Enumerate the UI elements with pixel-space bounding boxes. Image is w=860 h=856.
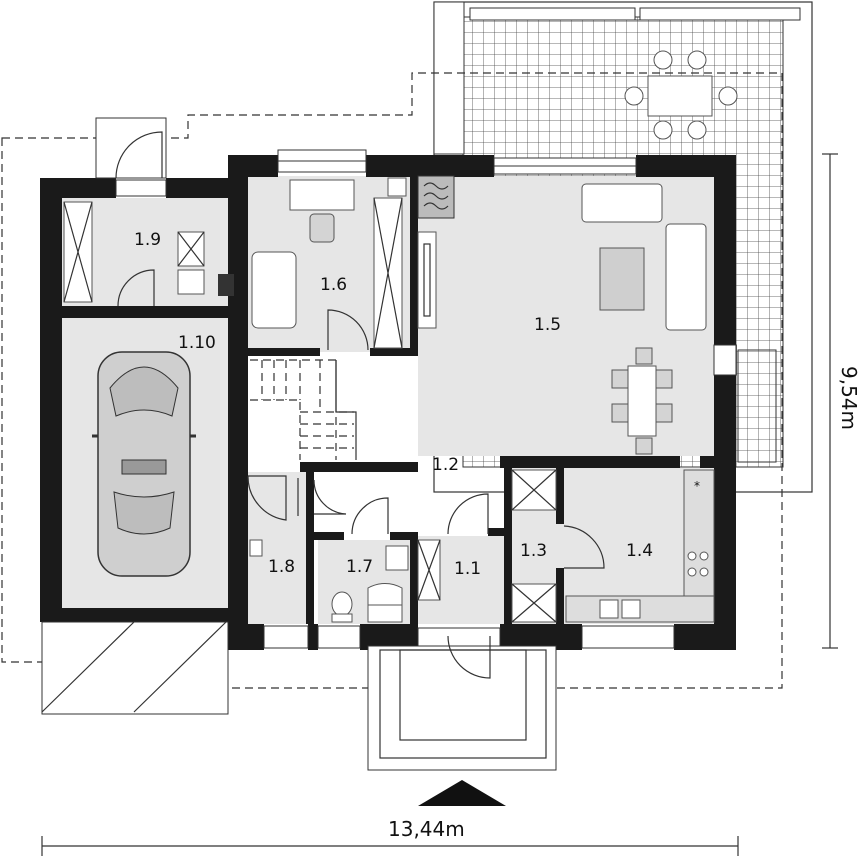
room-labels: 1.9 1.10 1.6 1.5 1.2 1.8 1.7 1.1 1.3 1.4: [134, 230, 653, 579]
dimension-depth: 9,54m: [822, 153, 860, 649]
room-label-1-3: 1.3: [520, 541, 547, 561]
room-label-1-8: 1.8: [268, 557, 295, 577]
utility-entrance: [95, 117, 167, 179]
room-label-1-2: 1.2: [432, 455, 459, 475]
car-icon: [92, 351, 196, 577]
hall-doors: [247, 475, 489, 557]
roof-outline: [1, 72, 783, 689]
dimension-width: 13,44m: [41, 817, 739, 856]
kitchen-fixtures: *: [565, 469, 715, 623]
garage-driveway: [41, 621, 229, 715]
svg-text:*: *: [694, 479, 700, 493]
room-label-1-10: 1.10: [178, 333, 216, 353]
width-dimension-label: 13,44m: [388, 817, 465, 841]
depth-dimension-label: 9,54m: [837, 366, 860, 430]
front-porch: [367, 635, 557, 771]
room-label-1-4: 1.4: [626, 541, 653, 561]
room-label-1-7: 1.7: [346, 557, 373, 577]
room-label-1-9: 1.9: [134, 230, 161, 250]
windows: [115, 149, 737, 649]
room-label-1-5: 1.5: [534, 315, 561, 335]
office-furniture: [251, 177, 407, 351]
room-label-1-1: 1.1: [454, 559, 481, 579]
room-label-1-6: 1.6: [320, 275, 347, 295]
living-room-furniture: [417, 175, 707, 455]
entry-wardrobe: [417, 539, 441, 601]
boiler-room-fixtures: [63, 201, 234, 307]
pantry-shelves: [511, 469, 605, 623]
bathroom-fixtures: [331, 545, 409, 623]
staircase: [250, 359, 357, 460]
terrace-dining-set: [624, 50, 738, 140]
entrance-arrow: [418, 780, 506, 806]
